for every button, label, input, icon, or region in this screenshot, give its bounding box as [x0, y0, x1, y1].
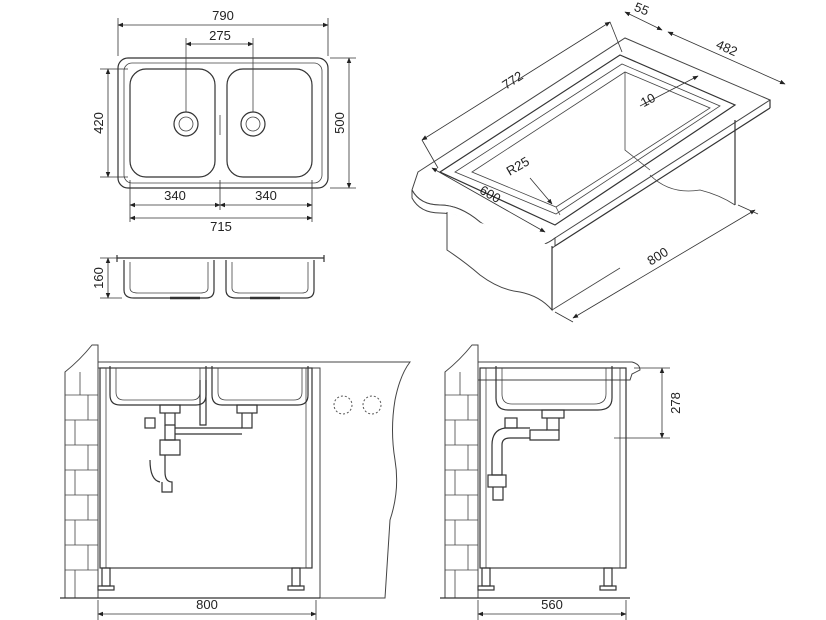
side-section-view: 160 — [91, 255, 325, 300]
dim-560: 560 — [541, 597, 563, 612]
front-installation-view: 800 — [60, 344, 412, 620]
dim-482: 482 — [714, 37, 740, 60]
dim-10: 10 — [638, 90, 658, 110]
dim-800-front: 800 — [196, 597, 218, 612]
dim-275: 275 — [209, 28, 231, 43]
dim-800-iso: 800 — [644, 244, 670, 268]
dim-420: 420 — [91, 112, 106, 134]
dim-500: 500 — [332, 112, 347, 134]
isometric-view: 772 55 482 10 R25 600 800 — [411, 0, 786, 323]
dim-715: 715 — [210, 219, 232, 234]
dim-790: 790 — [212, 8, 234, 23]
dim-160: 160 — [91, 267, 106, 289]
dim-340-right: 340 — [255, 188, 277, 203]
side-installation-view: 560 278 — [440, 344, 683, 620]
dim-55: 55 — [632, 0, 651, 18]
dim-340-left: 340 — [164, 188, 186, 203]
dim-278: 278 — [668, 392, 683, 414]
top-view: 790 275 420 500 340 340 715 — [91, 8, 356, 234]
